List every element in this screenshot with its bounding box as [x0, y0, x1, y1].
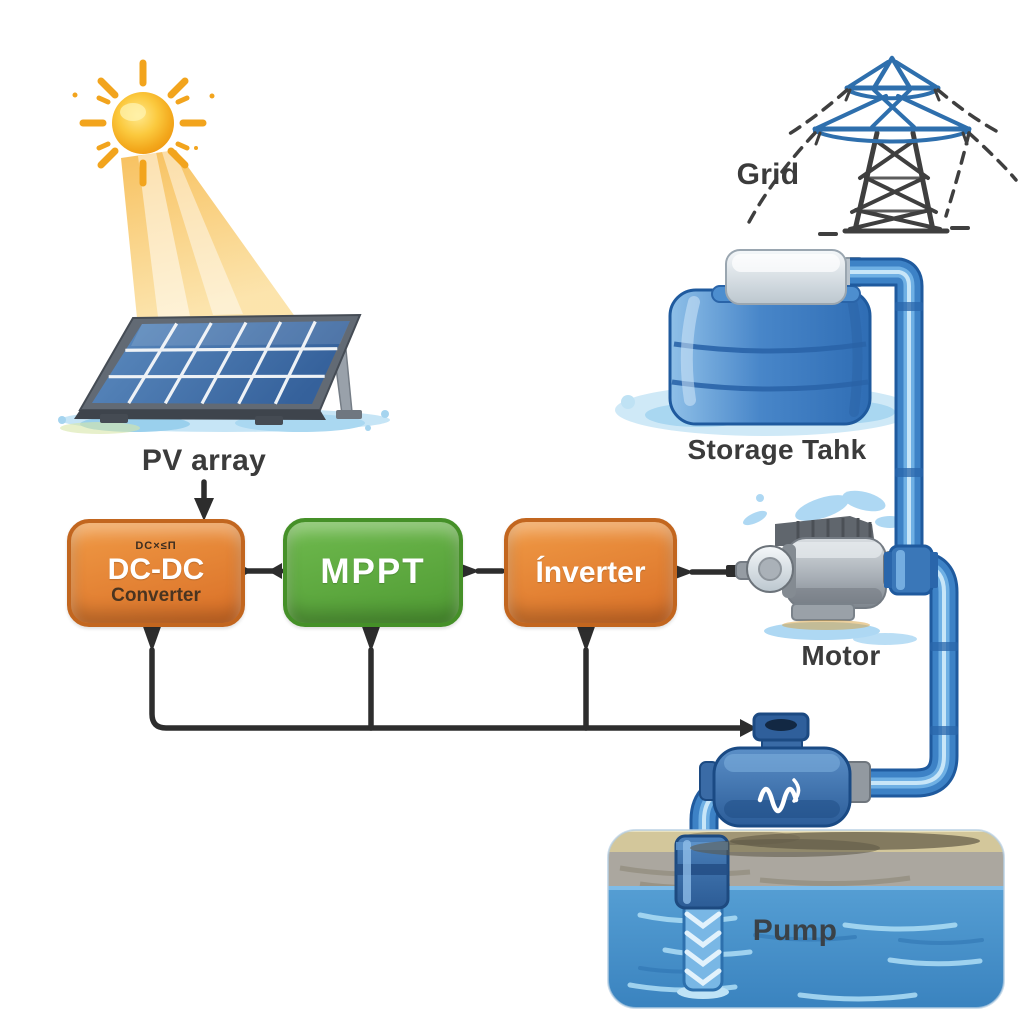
- dcdc-title: DC-DC: [107, 552, 205, 586]
- inverter-block: Ínverter: [504, 518, 677, 627]
- bus-line-to-pump: [141, 621, 757, 737]
- dcdc-subtitle: Converter: [111, 585, 201, 607]
- transmission-tower-icon: [746, 55, 1018, 236]
- pump-logo: [757, 778, 801, 814]
- pv-panel-icon: [74, 313, 362, 425]
- pump-icon: [690, 712, 880, 857]
- pipe-junction: [884, 544, 938, 596]
- grid-label: Grid: [736, 158, 800, 191]
- inverter-to-motor-line: [670, 563, 730, 581]
- pv-array-label: PV array: [141, 444, 267, 477]
- mppt-title: MPPT: [320, 552, 426, 592]
- power-lines: [746, 88, 1018, 226]
- dcdc-converter-block: DC×≤Π DC-DC Converter: [67, 519, 245, 627]
- mppt-block: MPPT: [283, 518, 463, 627]
- sunbeam: [121, 150, 296, 318]
- motor-label: Motor: [801, 640, 881, 671]
- motor-icon: [726, 516, 909, 630]
- inverter-title: Ínverter: [535, 555, 646, 589]
- pump-coupling: [674, 834, 730, 910]
- pump-suction-pipe: [674, 834, 730, 999]
- storage-tank-icon: [668, 249, 872, 426]
- sun-icon: [72, 59, 215, 187]
- storage-tank-label: Storage Tahk: [687, 434, 867, 465]
- dcdc-garbled-text: DC×≤Π: [135, 539, 177, 552]
- pump-label: Pump: [752, 914, 838, 947]
- connector-arrows: [141, 479, 757, 737]
- pv-to-dcdc-arrow: [194, 479, 214, 521]
